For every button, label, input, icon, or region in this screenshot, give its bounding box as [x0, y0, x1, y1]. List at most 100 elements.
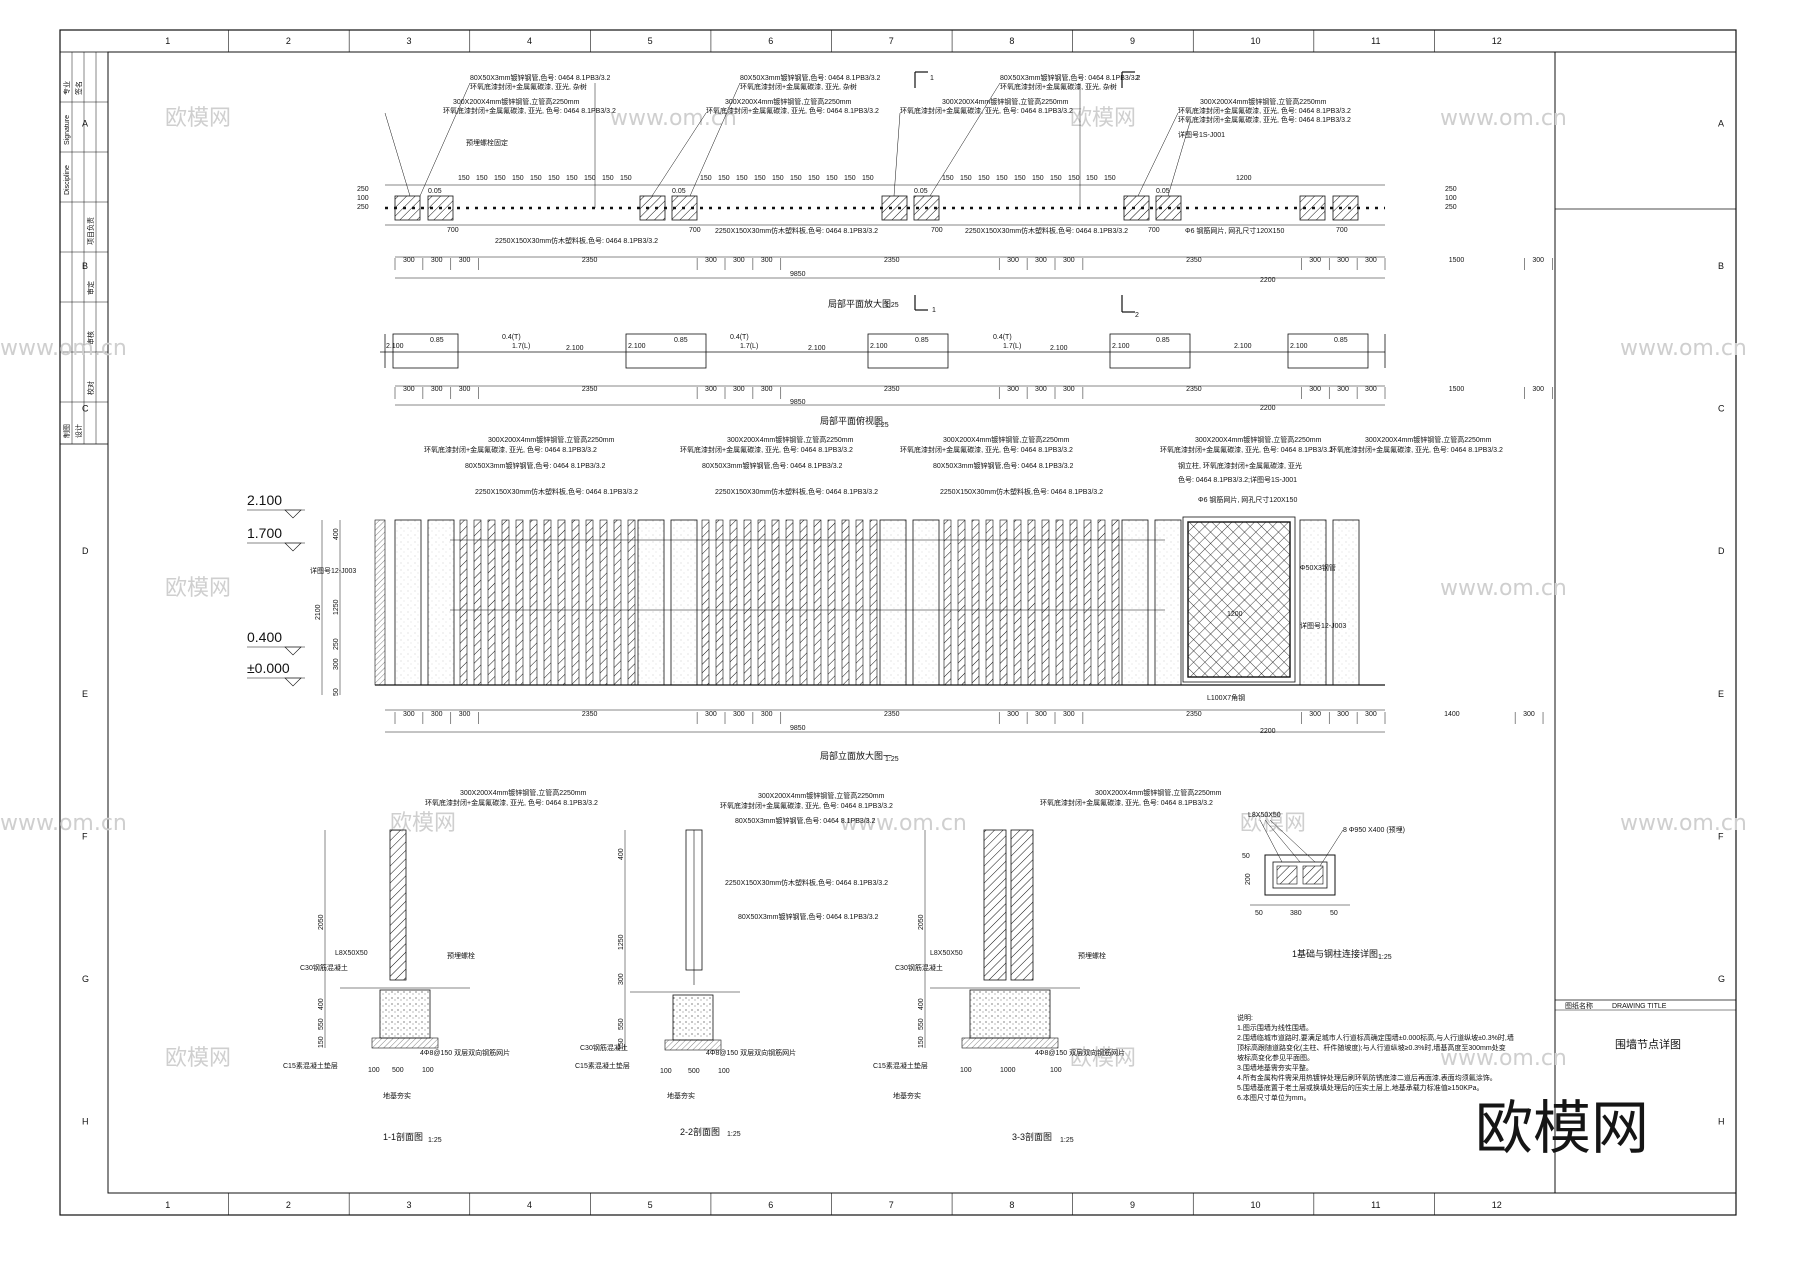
detail-title: 1基础与钢柱连接详图 [1292, 948, 1378, 959]
plan-gap-label: 150 [476, 175, 488, 182]
grid-col-label: 9 [1130, 36, 1135, 46]
grid-col-label: 11 [1371, 1200, 1380, 1210]
roof-dim-label: 300 [1365, 386, 1377, 393]
grid-row-label: A [1718, 118, 1724, 128]
detail-dim: 50 [1255, 910, 1263, 917]
elev-dim-label: 300 [733, 711, 745, 718]
plan-gap-label: 150 [584, 175, 596, 182]
plan-dim-label: 1500 [1449, 257, 1465, 264]
elev-dim-label: 300 [1523, 711, 1535, 718]
strip-label-3: Signature [64, 115, 71, 145]
sec3-note: 预埋螺栓 [1078, 951, 1106, 960]
level-marker: 1.700 [247, 525, 282, 541]
roof-dim-label: 300 [1309, 386, 1321, 393]
plan-dim-label: 300 [1063, 257, 1075, 264]
elev-note-finish: 环氧底漆封闭+金属氟碳漆, 亚光, 色号: 0464 8.1PB3/3.2 [680, 445, 853, 454]
notes-line: 顶标高跟随道路变化(主柱、杆件随坡度);与人行道纵坡≥0.3%时,墙基高度至30… [1237, 1043, 1506, 1052]
watermark: 欧模网 [165, 106, 231, 131]
sec2-height: 1250 [618, 934, 625, 950]
sec2-note: C30钢筋混凝土 [580, 1043, 628, 1052]
elev-dim-label: 300 [459, 711, 471, 718]
plan-note-pier: 300X200X4mm镀锌钢管,立管高2250mm [942, 97, 1069, 106]
roof-level: 0.85 [915, 337, 929, 344]
grid-col-label: 9 [1130, 1200, 1135, 1210]
elev-note-pier: 300X200X4mm镀锌钢管,立管高2250mm [727, 435, 854, 444]
elev-note-finish: 环氧底漆封闭+金属氟碳漆, 亚光, 色号: 0464 8.1PB3/3.2 [424, 445, 597, 454]
plan-gap-label: 150 [960, 175, 972, 182]
sec1-base: 500 [392, 1067, 404, 1074]
elevation-slat [599, 519, 608, 686]
detail-scale: 1:25 [1378, 954, 1392, 961]
elev-note-finish: 环氧底漆封闭+金属氟碳漆, 亚光, 色号: 0464 8.1PB3/3.2 [900, 445, 1073, 454]
plan-level-label: 0.05 [672, 188, 686, 195]
strip-label-9: 设计 [74, 424, 83, 438]
elev-gate-width: 1200 [1227, 611, 1243, 618]
sec1-height: 400 [318, 998, 325, 1010]
roof-dim-total-right: 2200 [1260, 405, 1276, 412]
section-2-2: 400 1250 300 550 150 300X200X4mm镀锌钢管,立管高… [575, 791, 893, 1138]
plan-detail-ref: 详图号1S-J001 [1178, 130, 1225, 139]
sec3-height: 400 [918, 998, 925, 1010]
plan-gap-label: 150 [602, 175, 614, 182]
sec1-note: 环氧底漆封闭+金属氟碳漆, 亚光, 色号: 0464 8.1PB3/3.2 [425, 798, 598, 807]
sec1-note: 预埋螺栓 [447, 951, 475, 960]
sec1-height: 2050 [318, 914, 325, 930]
plan-gap-label: 150 [996, 175, 1008, 182]
plan-dim-depth: 250 [1445, 204, 1457, 211]
plan-gap-label: 150 [772, 175, 784, 182]
elevation-pier [879, 519, 907, 686]
grid-row-label: A [82, 118, 88, 128]
roof-level: 1.7(L) [512, 343, 530, 350]
elev-note-pier: 300X200X4mm镀锌钢管,立管高2250mm [943, 435, 1070, 444]
elev-dim-label: 300 [705, 711, 717, 718]
sec3-base: 1000 [1000, 1067, 1016, 1074]
notes-line: 坡标高变化参见平面图。 [1237, 1053, 1314, 1062]
sec2-note: 80X50X3mm镀锌钢管,色号: 0464 8.1PB3/3.2 [735, 816, 876, 825]
grid-col-label: 10 [1251, 1200, 1261, 1210]
brand-logo: 欧模网 [1475, 1094, 1649, 1162]
watermark: 欧模网 [165, 576, 231, 601]
roof-dim-label: 300 [1007, 386, 1019, 393]
plan-note-pier: 300X200X4mm镀锌钢管,立管高2250mm [725, 97, 852, 106]
plan-gap-label: 150 [700, 175, 712, 182]
watermark: www.om.cn [1620, 811, 1747, 836]
grid-col-label: 1 [165, 36, 170, 46]
grid-row-label: D [1718, 546, 1725, 556]
roof-dim-total: 9850 [790, 399, 806, 406]
roof-level: 0.85 [430, 337, 444, 344]
foundation-detail: L8X50X50 8 Φ950 X400 (预埋) 50 380 50 200 … [1242, 812, 1405, 961]
plan-note-mesh: Φ6 钢筋网片, 网孔尺寸120X150 [1185, 226, 1284, 235]
grid-row-label: D [82, 546, 89, 556]
roof-level: 0.85 [1334, 337, 1348, 344]
sec1-note: 地基夯实 [383, 1091, 411, 1100]
grid-col-label: 11 [1371, 36, 1380, 46]
elevation-slat [543, 519, 552, 686]
plan-gap-label: 150 [494, 175, 506, 182]
grid-col-label: 2 [286, 1200, 291, 1210]
notes-line: 5.围墙基底置于老土层或换填处理后的压实土层上,地基承载力标准值≥150KPa。 [1237, 1083, 1484, 1092]
plan-dim-gate: 1200 [1236, 175, 1252, 182]
watermark: 欧模网 [165, 1046, 231, 1071]
plan-gap-label: 150 [942, 175, 954, 182]
sec1-note: 4Φ8@150 双层双向钢筋网片 [420, 1048, 510, 1057]
grid-col-label: 4 [527, 36, 532, 46]
sec3-note: C30钢筋混凝土 [895, 963, 943, 972]
sec1-note: 300X200X4mm镀锌钢管,立管高2250mm [460, 788, 587, 797]
strip-label-6: 审定 [86, 281, 95, 295]
inner-frame [107, 51, 1737, 1194]
grid-col-label: 4 [527, 1200, 532, 1210]
plan-dim-label: 300 [705, 257, 717, 264]
elev-note-slat: 2250X150X30mm仿木塑料板,色号: 0464 8.1PB3/3.2 [475, 487, 638, 496]
plan-gap-label: 150 [1014, 175, 1026, 182]
strip-label-1: 专业 [62, 81, 71, 95]
elevation-slat [501, 519, 510, 686]
level-marker: 2.100 [247, 492, 282, 508]
elev-note-finish: 环氧底漆封闭+金属氟碳漆, 亚光, 色号: 0464 8.1PB3/3.2 [1330, 445, 1503, 454]
plan-dim-label: 300 [733, 257, 745, 264]
sec2-height: 150 [618, 1038, 625, 1050]
plan-note-finish: 环氧底漆封闭+金属氟碳漆, 亚光, 杂树 [1000, 82, 1117, 91]
plan-dim-pier: 700 [931, 227, 943, 234]
elev-detail-ref: 详图号12-J003 [310, 566, 356, 575]
plan-gap-label: 150 [978, 175, 990, 182]
